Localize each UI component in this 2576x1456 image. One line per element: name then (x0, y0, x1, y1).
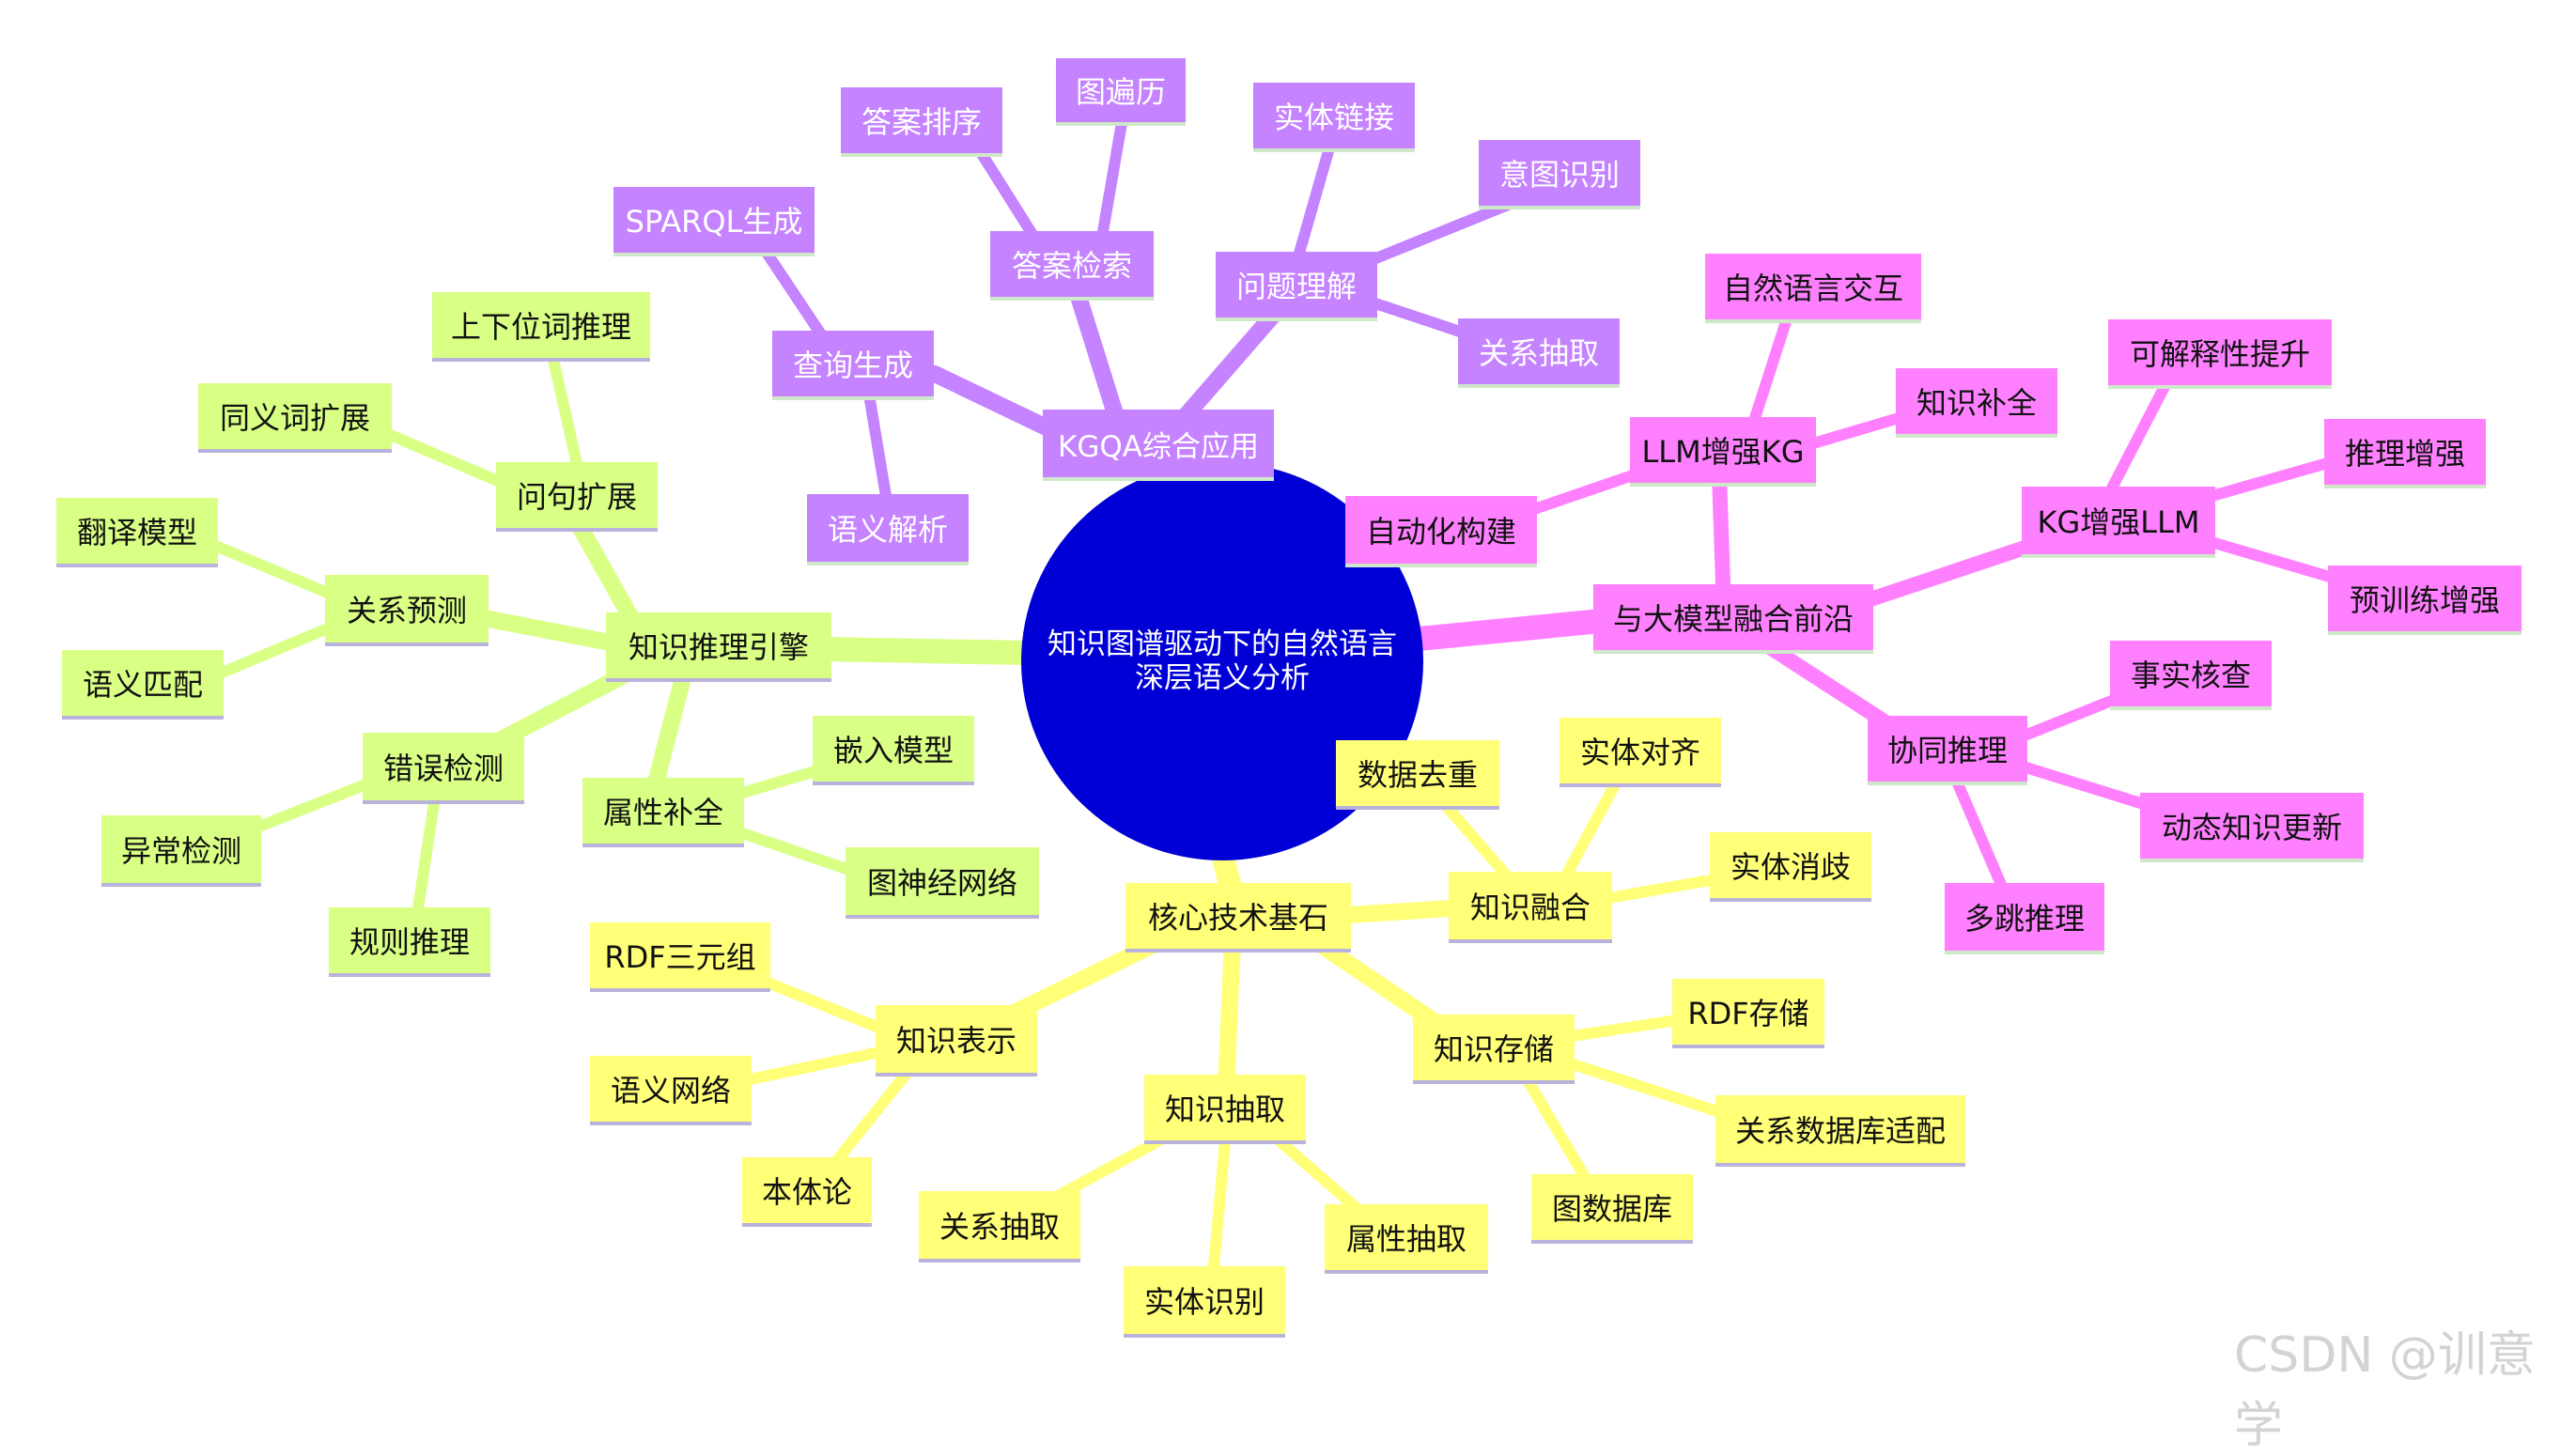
central-topic-line2: 深层语义分析 (1135, 661, 1310, 695)
node-attribute-completion[interactable]: 属性补全 (582, 778, 744, 847)
connector-line (196, 614, 353, 687)
node-semantic-matching[interactable]: 语义匹配 (62, 650, 224, 720)
node-pretraining-enhancement[interactable]: 预训练增强 (2328, 565, 2522, 635)
node-relation-prediction[interactable]: 关系预测 (325, 575, 489, 646)
node-core-technology[interactable]: 核心技术基石 (1125, 883, 1351, 953)
connector-line (1175, 302, 1286, 426)
node-reasoning-enhancement[interactable]: 推理增强 (2324, 419, 2486, 488)
node-knowledge-representation[interactable]: 知识表示 (876, 1005, 1037, 1077)
connector-line (644, 658, 694, 802)
node-rdf-storage[interactable]: RDF存储 (1672, 979, 1824, 1048)
node-embedding-model[interactable]: 嵌入模型 (813, 716, 974, 785)
node-knowledge-completion-llm[interactable]: 知识补全 (1896, 368, 2057, 438)
node-hypernym-reasoning[interactable]: 上下位词推理 (432, 292, 650, 362)
connector-line (1406, 608, 1623, 651)
node-fact-checking[interactable]: 事实核查 (2110, 641, 2272, 710)
node-knowledge-fusion[interactable]: 知识融合 (1449, 872, 1612, 943)
node-dynamic-knowledge-update[interactable]: 动态知识更新 (2140, 793, 2364, 862)
node-entity-linking[interactable]: 实体链接 (1253, 83, 1415, 152)
node-answer-retrieval[interactable]: 答案检索 (990, 231, 1154, 301)
node-intent-recognition[interactable]: 意图识别 (1479, 140, 1640, 209)
node-nl-interaction[interactable]: 自然语言交互 (1705, 254, 1921, 323)
node-gnn[interactable]: 图神经网络 (846, 847, 1039, 919)
node-relational-db-adapter[interactable]: 关系数据库适配 (1715, 1095, 1965, 1167)
connector-line (2183, 530, 2354, 588)
node-data-deduplication[interactable]: 数据去重 (1336, 740, 1499, 810)
node-kgqa[interactable]: KGQA综合应用 (1043, 410, 1274, 481)
node-translation-model[interactable]: 翻译模型 (56, 498, 218, 567)
node-rdf-triple[interactable]: RDF三元组 (590, 922, 770, 992)
node-ontology[interactable]: 本体论 (742, 1157, 872, 1227)
node-knowledge-storage[interactable]: 知识存储 (1413, 1015, 1575, 1084)
node-attribute-extraction[interactable]: 属性抽取 (1325, 1204, 1488, 1274)
node-semantic-network[interactable]: 语义网络 (590, 1056, 752, 1125)
node-entity-recognition[interactable]: 实体识别 (1124, 1266, 1285, 1338)
node-collaborative-reasoning[interactable]: 协同推理 (1868, 716, 2027, 785)
node-question-understanding[interactable]: 问题理解 (1216, 252, 1377, 321)
node-error-detection[interactable]: 错误检测 (363, 733, 524, 804)
node-query-generation[interactable]: 查询生成 (772, 331, 934, 400)
node-knowledge-reasoning-engine[interactable]: 知识推理引擎 (606, 612, 831, 682)
node-semantic-parsing[interactable]: 语义解析 (807, 494, 969, 565)
node-relation-extraction-qa[interactable]: 关系抽取 (1458, 318, 1620, 388)
node-explainability[interactable]: 可解释性提升 (2108, 319, 2332, 389)
node-question-expansion[interactable]: 问句扩展 (496, 462, 658, 532)
node-sparql-generation[interactable]: SPARQL生成 (613, 187, 815, 256)
node-entity-alignment[interactable]: 实体对齐 (1560, 718, 1721, 787)
node-rule-reasoning[interactable]: 规则推理 (329, 907, 490, 977)
node-graph-traversal[interactable]: 图遍历 (1056, 58, 1186, 126)
node-llm-fusion[interactable]: 与大模型融合前沿 (1593, 584, 1873, 654)
connector-line (2099, 370, 2176, 508)
node-relation-extraction-core[interactable]: 关系抽取 (919, 1191, 1080, 1262)
connector-line (196, 534, 353, 607)
connector-line (1094, 112, 1128, 259)
node-answer-ranking[interactable]: 答案排序 (841, 87, 1002, 157)
node-knowledge-extraction[interactable]: 知识抽取 (1144, 1075, 1306, 1144)
node-graph-database[interactable]: 图数据库 (1531, 1174, 1693, 1244)
central-topic-line1: 知识图谱驱动下的自然语言 (1047, 627, 1397, 661)
connector-line (718, 1042, 908, 1091)
connector-line (1218, 931, 1241, 1098)
connector-line (1291, 126, 1340, 269)
node-llm-enhance-kg[interactable]: LLM增强KG (1630, 417, 1816, 487)
connector-line (863, 389, 893, 513)
node-automated-construction[interactable]: 自动化构建 (1345, 496, 1537, 567)
csdn-watermark: CSDN @训意学 (2234, 1327, 2536, 1454)
node-anomaly-detection[interactable]: 异常检测 (101, 815, 261, 887)
node-entity-disambiguation[interactable]: 实体消歧 (1710, 832, 1871, 902)
node-kg-enhance-llm[interactable]: KG增强LLM (2022, 487, 2215, 558)
connector-line (1206, 1126, 1232, 1293)
node-synonym-expansion[interactable]: 同义词扩展 (198, 383, 392, 453)
node-multihop-reasoning[interactable]: 多跳推理 (1945, 883, 2104, 954)
